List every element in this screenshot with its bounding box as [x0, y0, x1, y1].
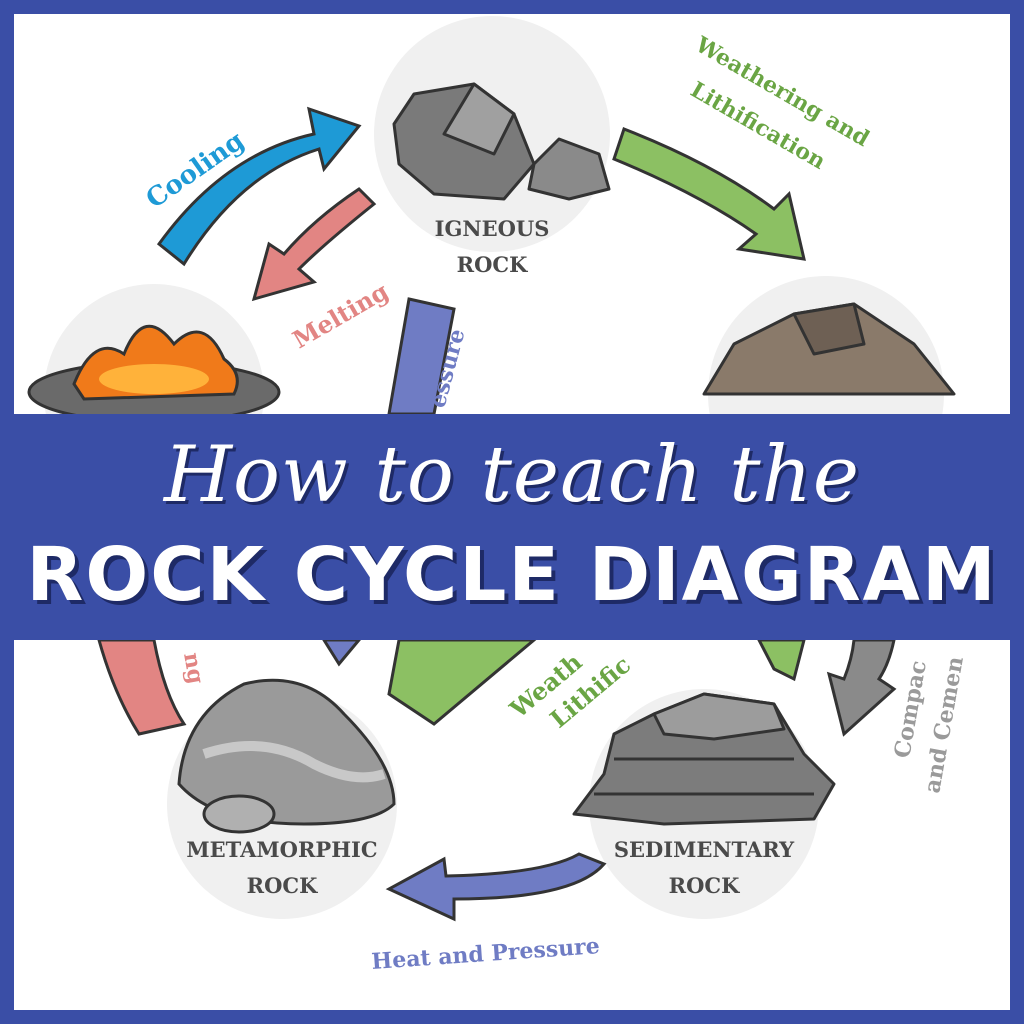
- melting-arrow-left: [97, 638, 187, 736]
- metamorphic-rock-icon: [177, 678, 396, 834]
- heat-pressure-arrow-center-lower: [321, 638, 363, 667]
- sedimentary-rock-icon: [572, 692, 836, 826]
- sedimentary-label-line1: SEDIMENTARY: [614, 837, 795, 862]
- heat-pressure-label-bottom: Heat and Pressure: [371, 933, 601, 975]
- compaction-label-line1: Compac: [889, 659, 932, 761]
- compaction-arrow: [826, 638, 897, 737]
- rock-cycle-graphic: IGNEOUS ROCK METAMORPHIC ROCK SEDIMENTAR…: [14, 14, 1010, 1010]
- igneous-rock-icon: [392, 82, 611, 201]
- heat-pressure-arrow-bottom: [385, 852, 607, 922]
- melting-arrow: [251, 187, 377, 302]
- metamorphic-label-line2: ROCK: [247, 873, 318, 898]
- title-line1: How to teach the: [163, 430, 861, 520]
- igneous-label-line2: ROCK: [457, 252, 528, 277]
- cooling-arrow: [156, 106, 362, 267]
- title-banner: How to teach the ROCK CYCLE DIAGRAM: [14, 414, 1010, 640]
- melting-label-partial: ng: [178, 651, 209, 686]
- title-line2: ROCK CYCLE DIAGRAM: [26, 532, 998, 618]
- metamorphic-label-line1: METAMORPHIC: [186, 837, 377, 862]
- weathering-arrow-middle: [387, 638, 539, 726]
- igneous-label-line1: IGNEOUS: [435, 216, 550, 241]
- melting-label: Melting: [288, 276, 394, 354]
- weathering-arrow-top: [612, 127, 806, 261]
- weathering-arrow-right-fragment: [756, 638, 806, 682]
- sediment-icon: [702, 302, 956, 396]
- sedimentary-label-line2: ROCK: [669, 873, 740, 898]
- magma-icon: [27, 324, 281, 424]
